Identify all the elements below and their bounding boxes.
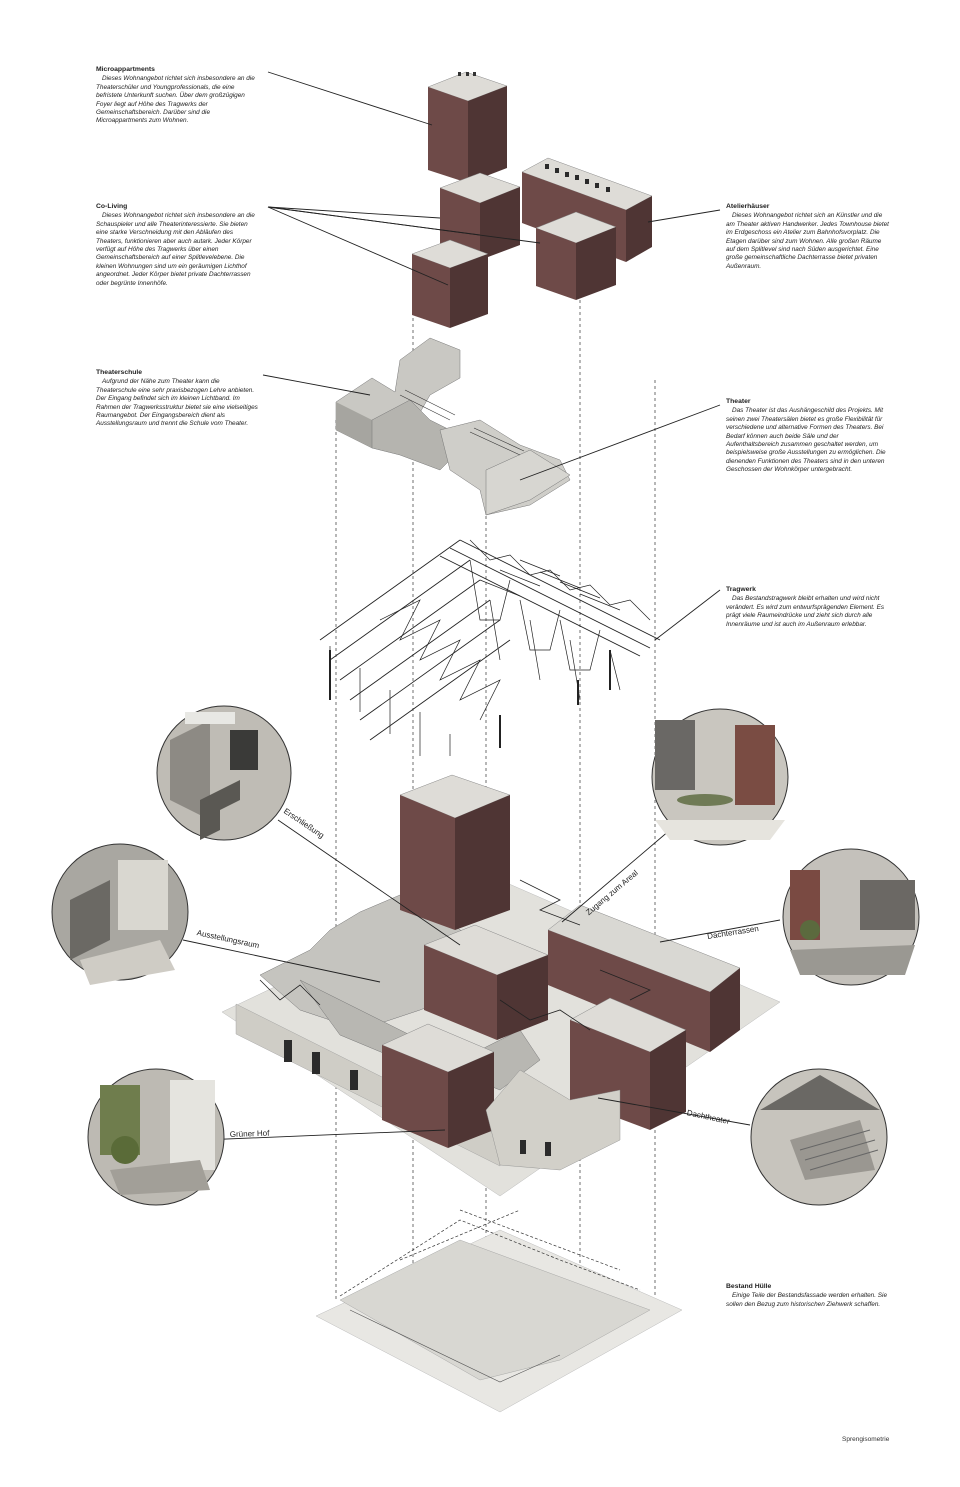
title-bestand-huelle: Bestand Hülle xyxy=(726,1283,772,1290)
body-tragwerk: Das Bestandstragwerk bleibt erhalten und… xyxy=(726,595,885,628)
leader-lines xyxy=(182,71,781,1141)
text-bestand-huelle: Bestand Hülle Einige Teile der Bestandsf… xyxy=(726,1283,891,1309)
microappartment-tower xyxy=(427,71,508,183)
vignette-green-court xyxy=(87,1068,225,1206)
text-theater: Theater Das Theater ist das Aushängeschi… xyxy=(726,398,891,475)
vignette-courtyard-entrance xyxy=(651,708,789,846)
body-atelierhaeuser: Dieses Wohnangebot richtet sich an Künst… xyxy=(726,212,889,270)
text-atelierhaeuser: Atelierhäuser Dieses Wohnangebot richtet… xyxy=(726,203,891,271)
concrete-roof-layer xyxy=(335,337,571,516)
vignette-roof-terrace xyxy=(782,848,920,986)
text-tragwerk: Tragwerk Das Bestandstragwerk bleibt erh… xyxy=(726,586,891,629)
text-microappartments: Microappartments Dieses Wohnangebot rich… xyxy=(96,66,261,126)
vignette-staircase xyxy=(156,705,292,841)
body-theaterschule: Aufgrund der Nähe zum Theater kann die T… xyxy=(96,378,258,428)
assembled-building xyxy=(221,774,781,1197)
title-theaterschule: Theaterschule xyxy=(96,369,143,376)
body-bestand-huelle: Einige Teile der Bestandsfassade werden … xyxy=(726,1292,888,1308)
body-coliving: Dieses Wohnangebot richtet sich insbeson… xyxy=(96,212,255,287)
text-theaterschule: Theaterschule Aufgrund der Nähe zum Thea… xyxy=(96,369,261,429)
caption-gruener-hof: Grüner Hof xyxy=(229,1128,270,1139)
existing-shell xyxy=(315,1209,683,1413)
title-tragwerk: Tragwerk xyxy=(726,586,756,593)
title-theater: Theater xyxy=(726,398,751,405)
residential-volumes xyxy=(411,71,653,328)
body-theater: Das Theater ist das Aushängeschild des P… xyxy=(726,407,886,474)
title-coliving: Co-Living xyxy=(96,203,128,210)
coliving-cube-b xyxy=(411,239,489,328)
vignette-foyer xyxy=(51,843,189,985)
drawing-type-label: Sprengisometrie xyxy=(842,1436,890,1443)
steel-truss-structure xyxy=(319,539,661,756)
body-microappartments: Dieses Wohnangebot richtet sich insbeson… xyxy=(96,75,255,125)
text-coliving: Co-Living Dieses Wohnangebot richtet sic… xyxy=(96,203,261,288)
title-microappartments: Microappartments xyxy=(96,66,155,73)
coliving-cube-a xyxy=(439,172,521,260)
atelier-cube xyxy=(535,211,617,300)
vignette-roof-theater xyxy=(750,1068,888,1206)
title-atelierhaeuser: Atelierhäuser xyxy=(726,203,770,210)
